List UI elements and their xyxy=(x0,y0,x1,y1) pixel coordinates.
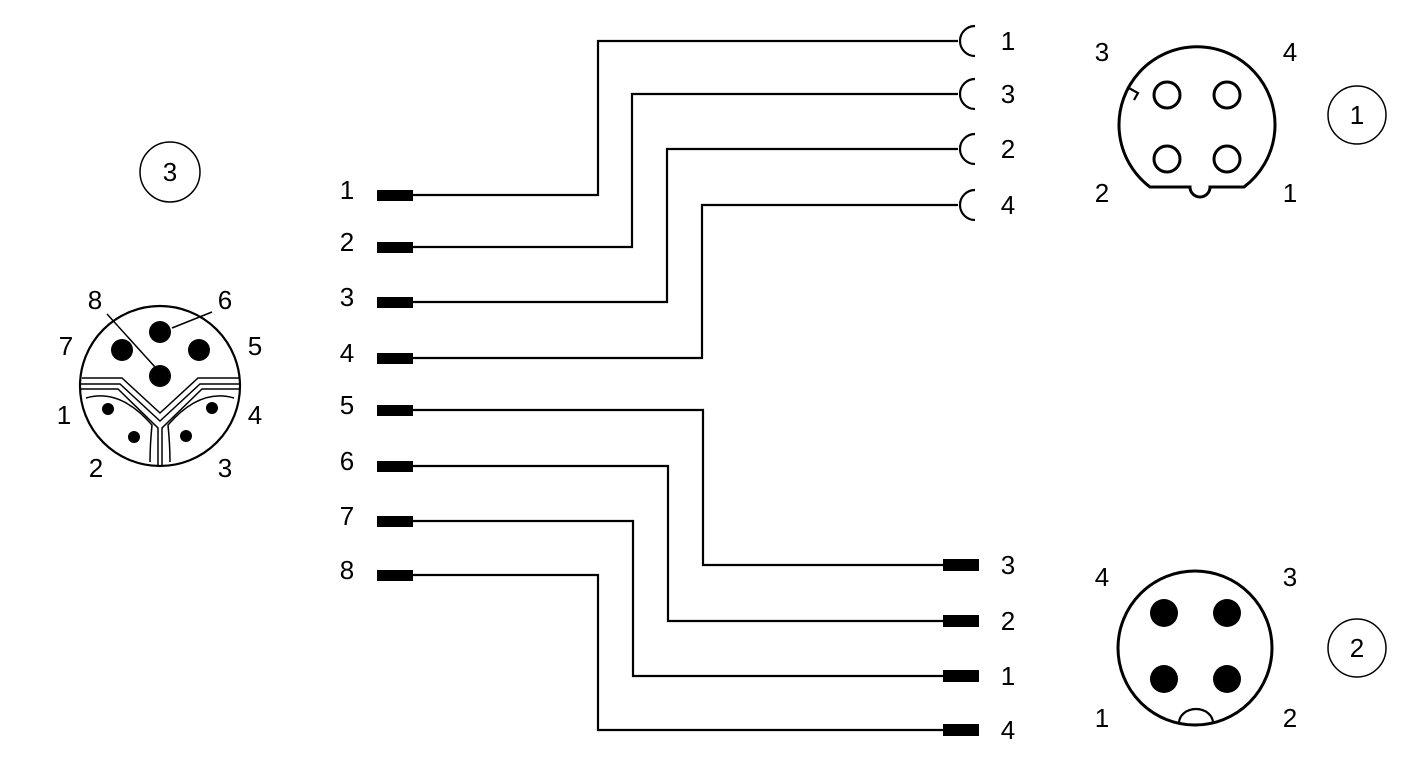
main-pin-label: 6 xyxy=(340,446,354,476)
male-pin-label: 2 xyxy=(1001,606,1015,636)
female-pin-label: 3 xyxy=(1001,79,1015,109)
connector-3-marker: 3 xyxy=(139,141,201,203)
male-pin-contact xyxy=(943,559,979,571)
main-pin-contact xyxy=(377,570,413,581)
female-pin-label: 4 xyxy=(1001,190,1015,220)
wire xyxy=(413,408,943,567)
socket-contact-icon xyxy=(958,77,976,111)
main-pin-contact xyxy=(377,297,413,308)
svg-text:2: 2 xyxy=(1095,178,1109,208)
wire xyxy=(413,464,943,623)
svg-text:8: 8 xyxy=(88,285,102,315)
svg-text:7: 7 xyxy=(59,331,73,361)
svg-text:2: 2 xyxy=(89,453,103,483)
svg-text:5: 5 xyxy=(248,331,262,361)
main-pin-contact xyxy=(377,242,413,253)
svg-text:6: 6 xyxy=(218,285,232,315)
wire xyxy=(413,147,958,304)
main-pin-contact xyxy=(377,516,413,527)
main-pin-contact xyxy=(377,405,413,416)
female-pin-label: 2 xyxy=(1001,134,1015,164)
wire xyxy=(413,519,943,678)
svg-text:3: 3 xyxy=(218,453,232,483)
main-pin-contact xyxy=(377,190,413,201)
female-4pin-connector-face: 3 4 2 1 xyxy=(1095,37,1297,208)
svg-text:2: 2 xyxy=(1350,633,1364,663)
svg-text:4: 4 xyxy=(1095,562,1109,592)
male-pin-contact xyxy=(943,670,979,682)
connector-1-marker: 1 xyxy=(1327,85,1387,145)
main-pin-label: 5 xyxy=(340,390,354,420)
wire xyxy=(413,39,958,197)
wire xyxy=(413,203,958,360)
main-pin-label: 1 xyxy=(340,175,354,205)
svg-text:1: 1 xyxy=(57,400,71,430)
male-4pin-connector-face: 4 3 1 2 xyxy=(1095,562,1297,733)
main-pin-label: 3 xyxy=(340,282,354,312)
main-8pin-connector-face: 8 6 7 5 1 4 2 3 xyxy=(57,285,262,483)
main-pin-label: 4 xyxy=(340,338,354,368)
male-pin-contact xyxy=(943,615,979,627)
connector-2-marker: 2 xyxy=(1327,618,1387,678)
male-pin-label: 4 xyxy=(1001,715,1015,745)
wire xyxy=(413,92,958,249)
main-pin-label: 7 xyxy=(340,501,354,531)
main-pin-contact xyxy=(377,461,413,472)
svg-text:1: 1 xyxy=(1350,100,1364,130)
main-pin-contact xyxy=(377,353,413,364)
female-pin-label: 1 xyxy=(1001,26,1015,56)
male-pin-label: 3 xyxy=(1001,550,1015,580)
male-pin-label: 1 xyxy=(1001,661,1015,691)
svg-text:1: 1 xyxy=(1283,178,1297,208)
svg-text:2: 2 xyxy=(1283,703,1297,733)
wire xyxy=(413,573,943,732)
socket-contact-icon xyxy=(958,188,976,222)
main-pin-label: 2 xyxy=(340,227,354,257)
svg-text:3: 3 xyxy=(1095,37,1109,67)
socket-contact-icon xyxy=(958,24,976,58)
svg-text:3: 3 xyxy=(163,157,177,187)
svg-text:3: 3 xyxy=(1283,562,1297,592)
svg-text:1: 1 xyxy=(1095,703,1109,733)
svg-text:4: 4 xyxy=(248,400,262,430)
socket-contact-icon xyxy=(958,132,976,166)
wires: 1 1 2 3 3 2 4 4 5 3 6 2 7 1 8 4 xyxy=(340,24,1015,745)
svg-text:4: 4 xyxy=(1283,37,1297,67)
male-pin-contact xyxy=(943,724,979,736)
main-pin-label: 8 xyxy=(340,555,354,585)
